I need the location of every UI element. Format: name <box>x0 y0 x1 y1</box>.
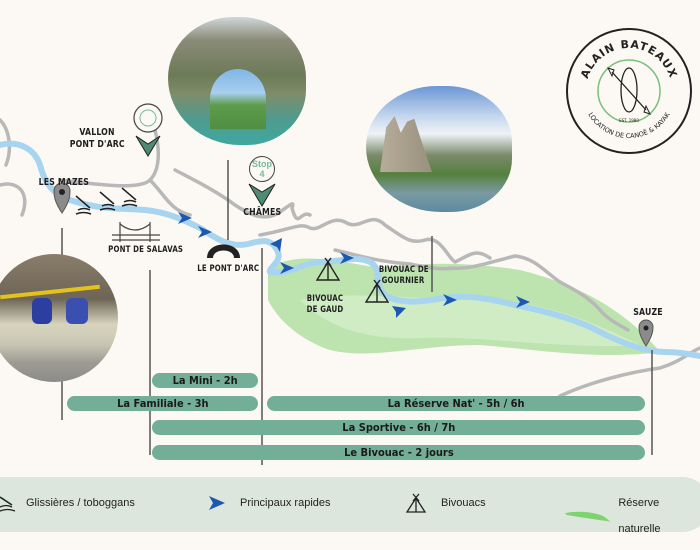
label-chames: CHÂMES <box>243 207 282 218</box>
legend-item-bivouacs: Bivouacs <box>405 490 486 516</box>
alain-bateaux-logo: ALAIN BATEAUX LOCATION DE CANOË & KAYAK … <box>566 28 692 154</box>
stop-marker-chevron-icon <box>248 183 276 207</box>
route-la-reserve-nat[interactable]: La Réserve Nat' - 5h / 6h <box>267 396 645 411</box>
label-sauze: SAUZE <box>633 307 663 318</box>
bivouac-tents <box>315 257 390 303</box>
river-map <box>0 103 700 465</box>
slides <box>75 187 138 215</box>
paddle <box>0 284 100 300</box>
svg-text:LOCATION DE CANOË & KAYAK: LOCATION DE CANOË & KAYAK <box>586 110 672 140</box>
kayak-icon <box>620 67 638 113</box>
ardeche-river <box>0 140 700 359</box>
label-les-mazes: LES MAZES <box>38 177 90 188</box>
route-la-sportive[interactable]: La Sportive - 6h / 7h <box>152 420 645 435</box>
rapid-arrow-icon <box>209 496 225 510</box>
photo-gorges <box>366 86 512 212</box>
arch-opening <box>210 69 266 129</box>
rock-spires <box>380 116 432 172</box>
pont-darc-arch-icon <box>207 244 240 258</box>
legend-item-rapids: Principaux rapides <box>208 490 331 516</box>
legend-panel <box>0 477 700 532</box>
route-la-familiale[interactable]: La Familiale - 3h <box>67 396 258 411</box>
logo-tagline-text: LOCATION DE CANOË & KAYAK <box>586 110 672 140</box>
paddle-icon <box>611 71 647 111</box>
photo-canoe-slide <box>0 254 118 382</box>
stop-label: Stop <box>252 159 272 169</box>
svg-text:ALAIN BATEAUX: ALAIN BATEAUX <box>578 38 680 80</box>
legend-item-reserve: Réserve naturelle <box>565 490 700 542</box>
logo-est-text: EST. 1980 <box>619 118 639 123</box>
les-mazes-pin-icon <box>53 182 71 214</box>
pont-de-salavas-bridge-icon <box>112 222 160 242</box>
rapids <box>178 212 530 318</box>
tent-icon <box>405 493 427 513</box>
route-la-mini[interactable]: La Mini - 2h <box>152 373 258 388</box>
sauze-pin-icon <box>638 319 654 347</box>
label-pont-de-salavas: PONT DE SALAVAS <box>108 245 184 255</box>
kayak-slide-icon <box>0 496 16 512</box>
nature-reserve-area <box>268 258 660 355</box>
label-le-pont-darc: LE PONT D'ARC <box>197 264 260 274</box>
photo-pont-darc <box>168 17 306 145</box>
route-le-bivouac[interactable]: Le Bivouac - 2 jours <box>152 445 645 460</box>
logo-brand-text: ALAIN BATEAUX <box>578 38 679 80</box>
vallon-logo-marker-icon <box>133 103 163 157</box>
stop-4-marker[interactable]: Stop 4 <box>249 156 275 182</box>
legend-item-slides: Glissières / toboggans <box>0 490 135 516</box>
paddler-1 <box>32 298 52 324</box>
paddler-2 <box>66 298 88 324</box>
roads <box>0 118 700 398</box>
stop-number: 4 <box>259 169 265 179</box>
reserve-swatch-icon <box>565 511 611 522</box>
